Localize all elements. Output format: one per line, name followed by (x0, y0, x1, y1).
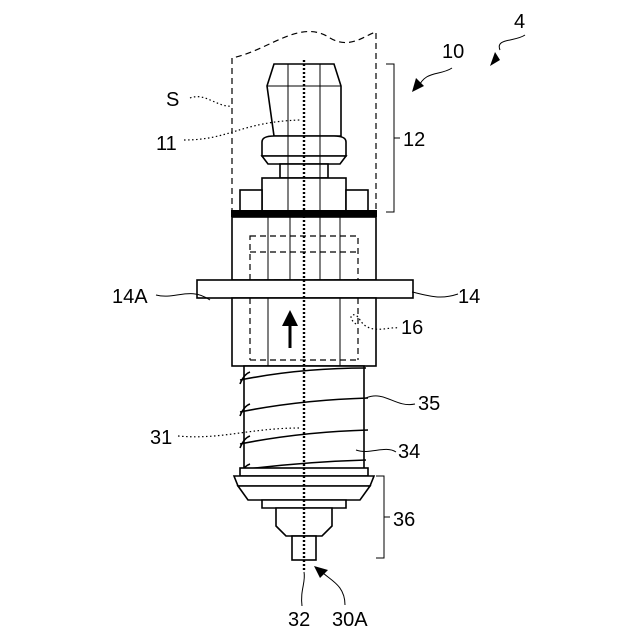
label-36: 36 (393, 509, 415, 531)
label-16: 16 (401, 317, 423, 339)
label-4: 4 (514, 11, 525, 33)
label-12: 12 (403, 129, 425, 151)
label-14a: 14A (112, 286, 148, 308)
label-34: 34 (398, 441, 420, 463)
label-10: 10 (442, 41, 464, 63)
label-31: 31 (150, 427, 172, 449)
label-32: 32 (288, 609, 310, 631)
label-11: 11 (156, 133, 177, 155)
bracket-12 (386, 64, 400, 212)
label-14: 14 (458, 286, 480, 308)
label-s: S (166, 89, 179, 111)
label-30a: 30A (332, 609, 368, 631)
bracket-36 (376, 476, 390, 558)
label-35: 35 (418, 393, 440, 415)
